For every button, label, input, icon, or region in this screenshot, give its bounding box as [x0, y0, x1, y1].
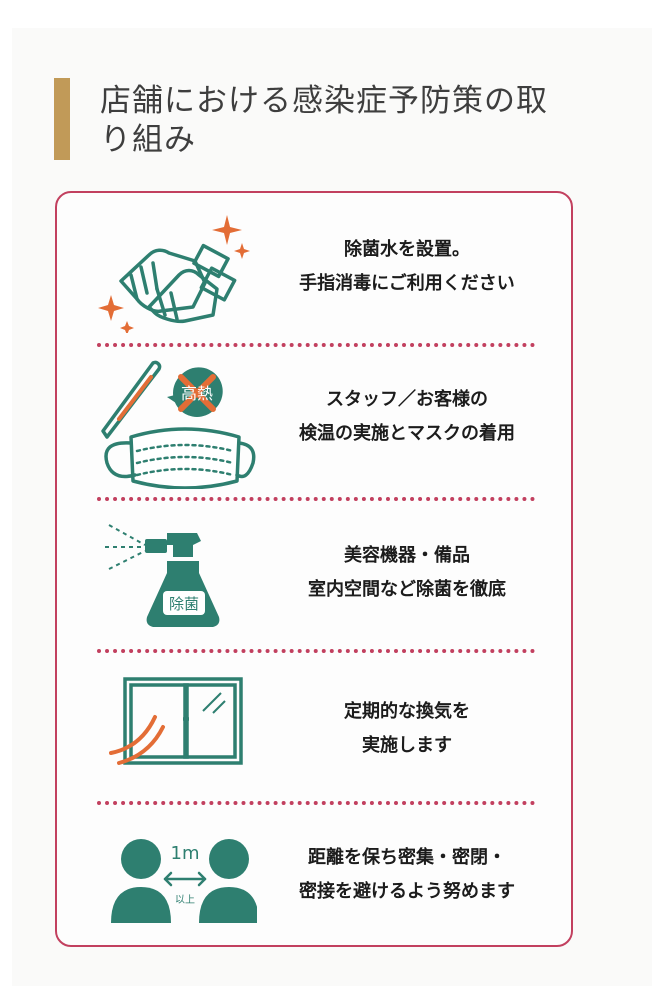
measures-card: 除菌水を設置。 手指消毒にご利用ください — [55, 191, 573, 947]
dotted-divider — [97, 497, 535, 501]
measure-line-2: 実施します — [362, 735, 452, 756]
measure-text: 距離を保ち密集・密閉・ 密接を避けるよう努めます — [257, 841, 557, 909]
measure-line-1: 定期的な換気を — [344, 701, 470, 722]
title-line-2: り組み — [100, 122, 196, 158]
window-ventilation-icon — [109, 677, 243, 765]
measure-line-2: 室内空間など除菌を徹底 — [308, 579, 506, 600]
measure-text: スタッフ／お客様の 検温の実施とマスクの着用 — [257, 383, 557, 451]
hand-sanitizer-icon — [98, 215, 250, 333]
spray-bottle-icon: 除菌 — [105, 524, 220, 627]
heading-accent-bar — [54, 78, 70, 160]
measure-item-disinfect: 除菌 美容機器・備品 室内空間など除菌を徹底 — [57, 501, 571, 651]
measure-item-temperature-mask: 高熱 スタッフ／お客様の 検温の実施とマスクの着用 — [57, 349, 571, 499]
measure-line-1: 除菌水を設置。 — [344, 239, 470, 260]
thermometer-mask-icon: 高熱 — [101, 360, 256, 489]
distance-label: 1m — [171, 843, 200, 864]
measure-item-ventilation: 定期的な換気を 実施します — [57, 655, 571, 805]
measure-line-1: 美容機器・備品 — [344, 545, 470, 566]
measure-item-distance: 1m 以上 距離を保ち密集・密閉・ 密接を避けるよう努めます — [57, 805, 571, 955]
measure-line-2: 手指消毒にご利用ください — [299, 273, 515, 294]
measure-line-1: スタッフ／お客様の — [326, 389, 488, 410]
measure-text: 定期的な換気を 実施します — [257, 695, 557, 763]
icon-label: 除菌 — [169, 595, 199, 613]
dotted-divider — [97, 343, 535, 347]
page-title: 店舗における感染症予防策の取 り組み — [100, 82, 600, 160]
measure-text: 美容機器・備品 室内空間など除菌を徹底 — [257, 539, 557, 607]
dotted-divider — [97, 801, 535, 805]
measure-line-2: 密接を避けるよう努めます — [299, 881, 515, 902]
icon-label: 高熱 — [181, 384, 213, 403]
measure-line-1: 距離を保ち密集・密閉・ — [308, 847, 506, 868]
measure-item-sanitizer: 除菌水を設置。 手指消毒にご利用ください — [57, 193, 571, 343]
page: 店舗における感染症予防策の取 り組み — [12, 28, 652, 986]
dotted-divider — [97, 649, 535, 653]
distance-more-label: 以上 — [175, 894, 195, 906]
title-line-1: 店舗における感染症予防策の取 — [100, 83, 548, 119]
measure-line-2: 検温の実施とマスクの着用 — [299, 423, 515, 444]
measure-text: 除菌水を設置。 手指消毒にご利用ください — [257, 233, 557, 301]
social-distance-icon: 1m 以上 — [111, 839, 257, 923]
